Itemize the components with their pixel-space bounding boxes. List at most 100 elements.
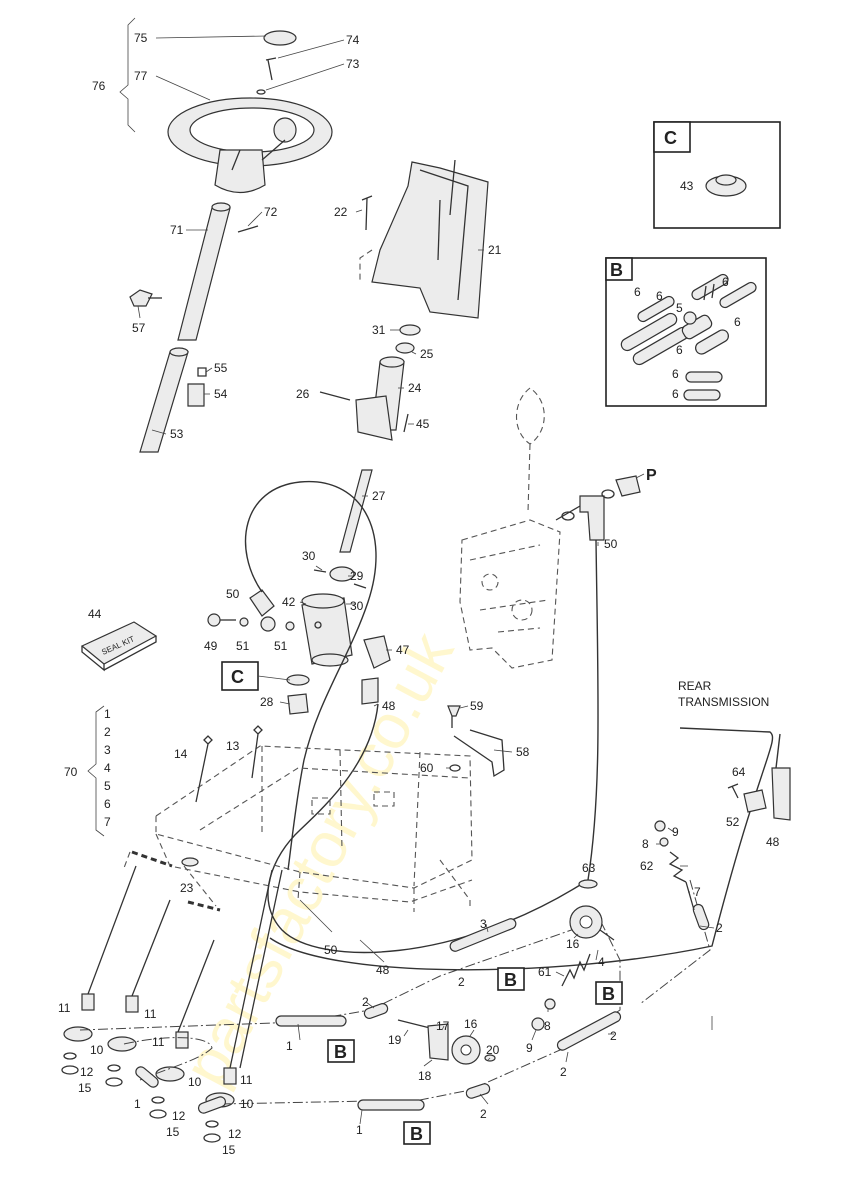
shaft-line-a (87, 865, 137, 995)
svg-text:1: 1 (356, 1123, 363, 1137)
svg-text:2: 2 (610, 1029, 617, 1043)
spinner-knob (273, 117, 297, 143)
bracket-plate (355, 395, 393, 441)
svg-text:9: 9 (526, 1041, 533, 1055)
svg-text:6: 6 (656, 289, 663, 303)
svg-text:27: 27 (372, 489, 386, 503)
svg-text:57: 57 (132, 321, 146, 335)
svg-text:50: 50 (226, 587, 240, 601)
fitting-hub (260, 616, 276, 632)
screw-74 (265, 57, 277, 81)
svg-text:15: 15 (222, 1143, 236, 1157)
svg-text:24: 24 (408, 381, 422, 395)
elbow-50-fitting (579, 495, 605, 541)
screw-55 (197, 367, 207, 377)
svg-text:B: B (602, 984, 615, 1004)
svg-text:11: 11 (152, 1035, 165, 1049)
svg-text:55: 55 (214, 361, 228, 375)
svg-text:2: 2 (458, 975, 465, 989)
svg-text:5: 5 (104, 779, 111, 793)
svg-text:74: 74 (346, 33, 360, 47)
svg-text:15: 15 (166, 1125, 180, 1139)
rear-transmission-label-1: REAR (678, 679, 712, 693)
link-58 (453, 729, 505, 778)
svg-text:13: 13 (226, 739, 240, 753)
hydraulic-hose-48 (267, 539, 599, 954)
svg-text:1: 1 (286, 1039, 293, 1053)
group-70-list: 1 2 3 4 5 6 7 (104, 707, 111, 829)
svg-text:11: 11 (144, 1007, 157, 1021)
oring-64 (727, 783, 739, 799)
elbow-47 (363, 635, 391, 669)
leader-lines (137, 35, 715, 1125)
sprocket-10b (107, 1036, 137, 1052)
svg-text:5: 5 (676, 301, 683, 315)
svg-text:42: 42 (282, 595, 296, 609)
hydraulic-control-valve (459, 387, 561, 669)
nut-8b (544, 998, 556, 1010)
plug-p (615, 475, 641, 497)
svg-text:12: 12 (80, 1065, 94, 1079)
svg-text:50: 50 (324, 943, 338, 957)
svg-text:10: 10 (90, 1043, 104, 1057)
svg-text:14: 14 (174, 747, 188, 761)
chain-link-parts (620, 273, 757, 401)
svg-text:12: 12 (172, 1109, 186, 1123)
svg-text:59: 59 (470, 699, 484, 713)
ref-box-c (221, 661, 259, 691)
spacer-11b (125, 995, 139, 1013)
svg-text:47: 47 (396, 643, 410, 657)
svg-text:30: 30 (302, 549, 316, 563)
coupler-29 (329, 566, 355, 582)
svg-text:18: 18 (418, 1069, 432, 1083)
chain-loop (123, 1037, 213, 1081)
nut-9a (654, 820, 666, 832)
svg-text:12: 12 (228, 1127, 242, 1141)
svg-text:45: 45 (416, 417, 430, 431)
svg-text:30: 30 (350, 599, 364, 613)
svg-text:76: 76 (92, 79, 106, 93)
detail-box-c-title: C (664, 128, 677, 148)
svg-text:6: 6 (734, 315, 741, 329)
svg-text:6: 6 (722, 275, 729, 289)
group-76-bracket (119, 17, 136, 133)
svg-text:6: 6 (672, 367, 679, 381)
washer-60 (449, 764, 461, 772)
svg-text:16: 16 (566, 937, 580, 951)
spring-62 (668, 851, 687, 883)
svg-text:B: B (334, 1042, 347, 1062)
svg-text:64: 64 (732, 765, 746, 779)
svg-text:3: 3 (104, 743, 111, 757)
svg-text:23: 23 (180, 881, 194, 895)
svg-text:21: 21 (488, 243, 502, 257)
svg-text:50: 50 (604, 537, 618, 551)
svg-text:44: 44 (88, 607, 102, 621)
svg-text:58: 58 (516, 745, 530, 759)
svg-text:25: 25 (420, 347, 434, 361)
group-70-bracket (87, 705, 105, 837)
washer-73 (256, 89, 266, 95)
coupler-43 (286, 674, 310, 686)
svg-text:16: 16 (464, 1017, 478, 1031)
svg-text:4: 4 (104, 761, 111, 775)
svg-text:22: 22 (334, 205, 348, 219)
bolt-13 (251, 725, 263, 779)
svg-text:20: 20 (486, 1043, 500, 1057)
svg-text:48: 48 (376, 963, 390, 977)
bushing-23 (181, 857, 199, 867)
bolt-49 (207, 613, 221, 627)
svg-text:53: 53 (170, 427, 184, 441)
svg-text:73: 73 (346, 57, 360, 71)
svg-text:52: 52 (726, 815, 740, 829)
detail-box-b-title: B (610, 260, 623, 280)
svg-text:71: 71 (170, 223, 184, 237)
svg-text:15: 15 (78, 1081, 92, 1095)
svg-text:75: 75 (134, 31, 148, 45)
label-p: P (646, 467, 657, 484)
svg-text:48: 48 (382, 699, 396, 713)
svg-text:26: 26 (296, 387, 310, 401)
chain-segments (135, 903, 710, 1114)
svg-text:11: 11 (240, 1073, 253, 1087)
svg-text:43: 43 (680, 179, 694, 193)
